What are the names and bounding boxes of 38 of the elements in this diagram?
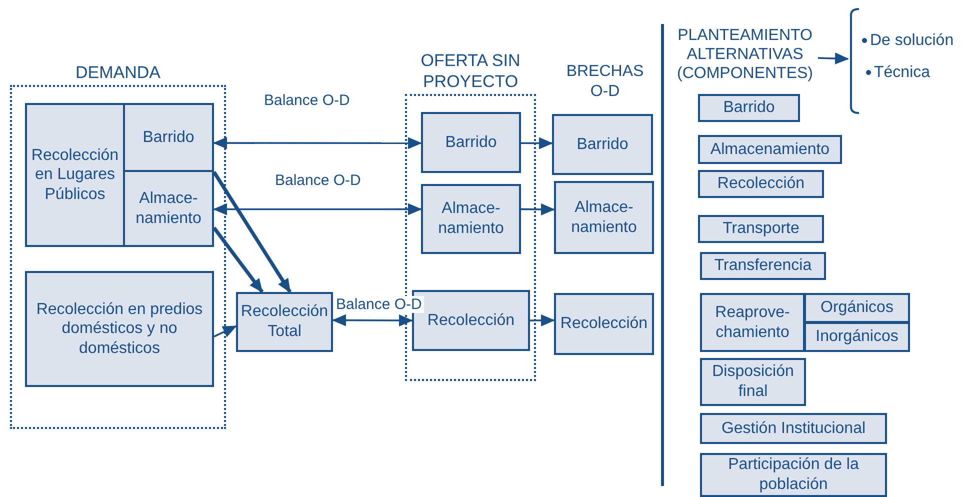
arrow — [212, 171, 292, 293]
bullet-item: De solución — [862, 32, 954, 50]
process-box: Recolección — [698, 170, 824, 198]
process-box: Transferencia — [700, 252, 826, 280]
process-box: Gestión Institucional — [700, 413, 887, 444]
arrow — [213, 203, 422, 216]
process-box: Barrido — [552, 114, 653, 175]
process-box: Almace- namiento — [554, 181, 654, 254]
process-box: Recolección en Lugares Públicos — [25, 103, 125, 247]
arrow — [530, 314, 555, 326]
section-heading: PLANTEAMIENTO ALTERNATIVAS (COMPONENTES) — [672, 26, 818, 90]
process-box: Participación de la población — [700, 453, 887, 497]
process-box: Orgánicos — [804, 293, 910, 323]
group-heading: DEMANDA — [74, 62, 162, 83]
process-box: Recolección — [554, 293, 654, 355]
arrow — [332, 314, 413, 326]
edge-label: Balance O-D — [334, 296, 424, 313]
process-box: Barrido — [698, 94, 800, 122]
process-box: Inorgánicos — [804, 322, 910, 352]
process-box: Disposición final — [700, 358, 806, 406]
process-box: Barrido — [123, 103, 214, 172]
column-heading: BRECHAS O-D — [565, 62, 645, 102]
arrow — [521, 137, 553, 150]
process-box: Reaprove- chamiento — [700, 293, 805, 352]
bullet-item: Técnica — [866, 64, 930, 82]
arrow — [818, 52, 849, 64]
process-box: Barrido — [421, 112, 521, 173]
group-heading: OFERTA SIN PROYECTO — [420, 51, 522, 92]
arrow — [214, 325, 237, 338]
arrow — [213, 137, 422, 150]
arrow — [521, 203, 555, 216]
process-box: Recolección en predios domésticos y no domésticos — [25, 271, 214, 387]
process-box: Almacenamiento — [698, 135, 842, 164]
process-box: Recolección Total — [236, 292, 333, 352]
process-box: Transporte — [698, 215, 824, 243]
arrow — [212, 226, 264, 294]
process-box: Almace- namiento — [123, 170, 214, 247]
process-box: Almace- namiento — [421, 184, 521, 254]
